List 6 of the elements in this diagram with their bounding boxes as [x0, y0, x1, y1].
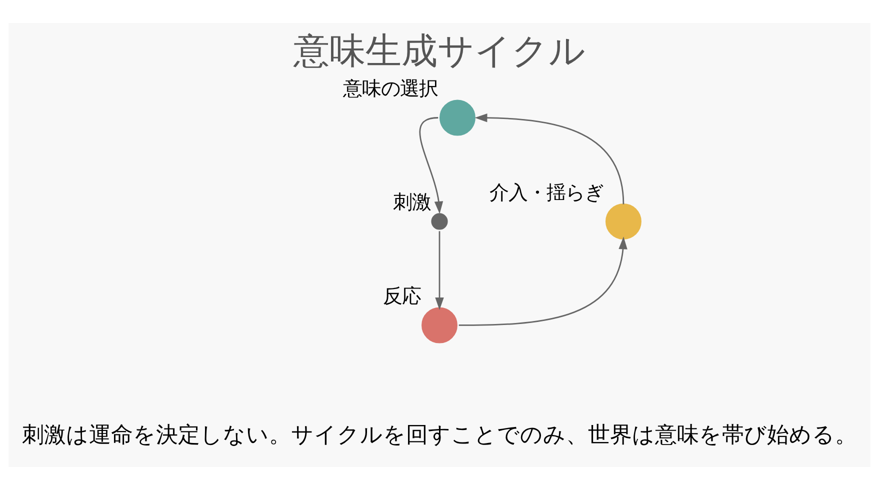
diagram-title: 意味生成サイクル [294, 30, 586, 72]
caption: 刺激は運命を決定しない。サイクルを回すことでのみ、世界は意味を帯び始める。 [22, 422, 857, 448]
node-label: 刺激 [392, 190, 431, 214]
node-label: 反応 [383, 284, 422, 308]
node-label: 意味の選択 [342, 77, 438, 100]
node-label: 介入・揺らぎ [490, 180, 604, 204]
